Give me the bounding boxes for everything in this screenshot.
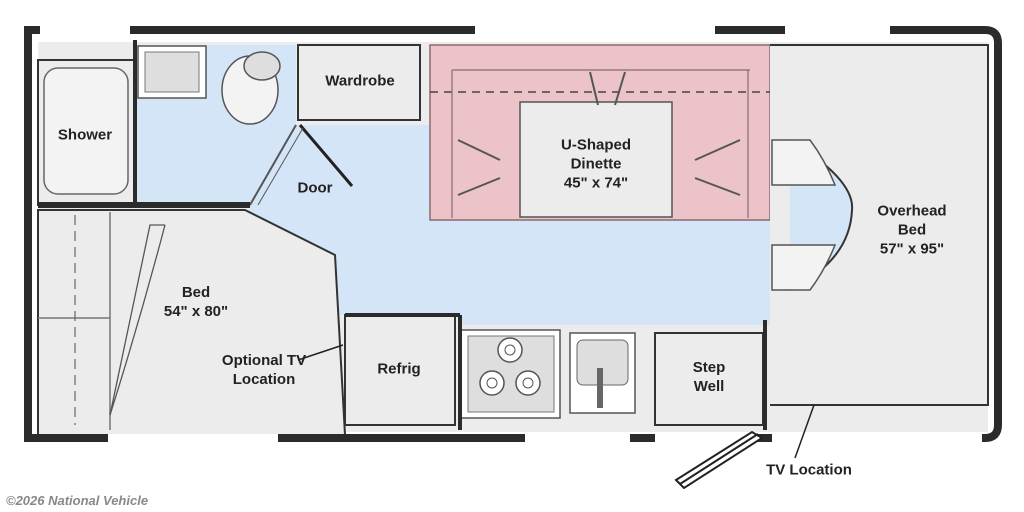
refrigerator bbox=[344, 314, 456, 426]
label-door: Door bbox=[297, 179, 333, 197]
label-overhead-bed: Overhead Bed 57" x 95" bbox=[877, 202, 946, 259]
wardrobe bbox=[297, 44, 421, 121]
label-dinette-size: 45" x 74" bbox=[563, 174, 629, 192]
label-bed-size: 54" x 80" bbox=[163, 303, 229, 320]
stove bbox=[459, 329, 561, 419]
label-bed-title: Bed bbox=[181, 284, 211, 301]
interior-door bbox=[249, 124, 354, 206]
label-dinette-sub: Dinette bbox=[570, 155, 622, 173]
label-step-line2: Well bbox=[693, 378, 725, 395]
label-dinette-title: U-Shaped bbox=[560, 136, 632, 154]
rear-bedroom bbox=[37, 209, 347, 436]
label-optional-tv-line1: Optional TV bbox=[221, 352, 307, 369]
label-optional-tv: Optional TV Location bbox=[222, 351, 306, 389]
label-tv-location: TV Location bbox=[766, 461, 852, 479]
label-overhead-sub: Bed bbox=[897, 221, 927, 239]
label-overhead-size: 57" x 95" bbox=[879, 240, 945, 258]
label-bed: Bed 54" x 80" bbox=[164, 283, 228, 321]
tv-location-leader bbox=[794, 404, 815, 459]
step-well bbox=[654, 332, 764, 426]
label-dinette: U-Shaped Dinette 45" x 74" bbox=[561, 136, 631, 193]
toilet bbox=[221, 51, 281, 125]
bath-sink bbox=[137, 45, 207, 99]
kitchen-sink bbox=[569, 332, 636, 414]
label-shower: Shower bbox=[57, 126, 113, 144]
exterior-walls bbox=[24, 26, 1002, 442]
overhead-bed bbox=[770, 44, 989, 406]
label-refrig: Refrig bbox=[377, 360, 421, 378]
windows bbox=[40, 26, 982, 442]
label-optional-tv-line2: Location bbox=[232, 371, 296, 388]
label-step-line1: Step bbox=[692, 359, 726, 376]
label-wardrobe: Wardrobe bbox=[325, 72, 395, 90]
label-overhead-title: Overhead bbox=[877, 202, 947, 220]
u-shaped-dinette bbox=[429, 44, 771, 221]
label-step-well: Step Well bbox=[693, 358, 726, 396]
shower bbox=[37, 59, 136, 206]
entry-door[interactable] bbox=[674, 430, 764, 490]
copyright-notice: ©2026 National Vehicle bbox=[6, 493, 149, 508]
